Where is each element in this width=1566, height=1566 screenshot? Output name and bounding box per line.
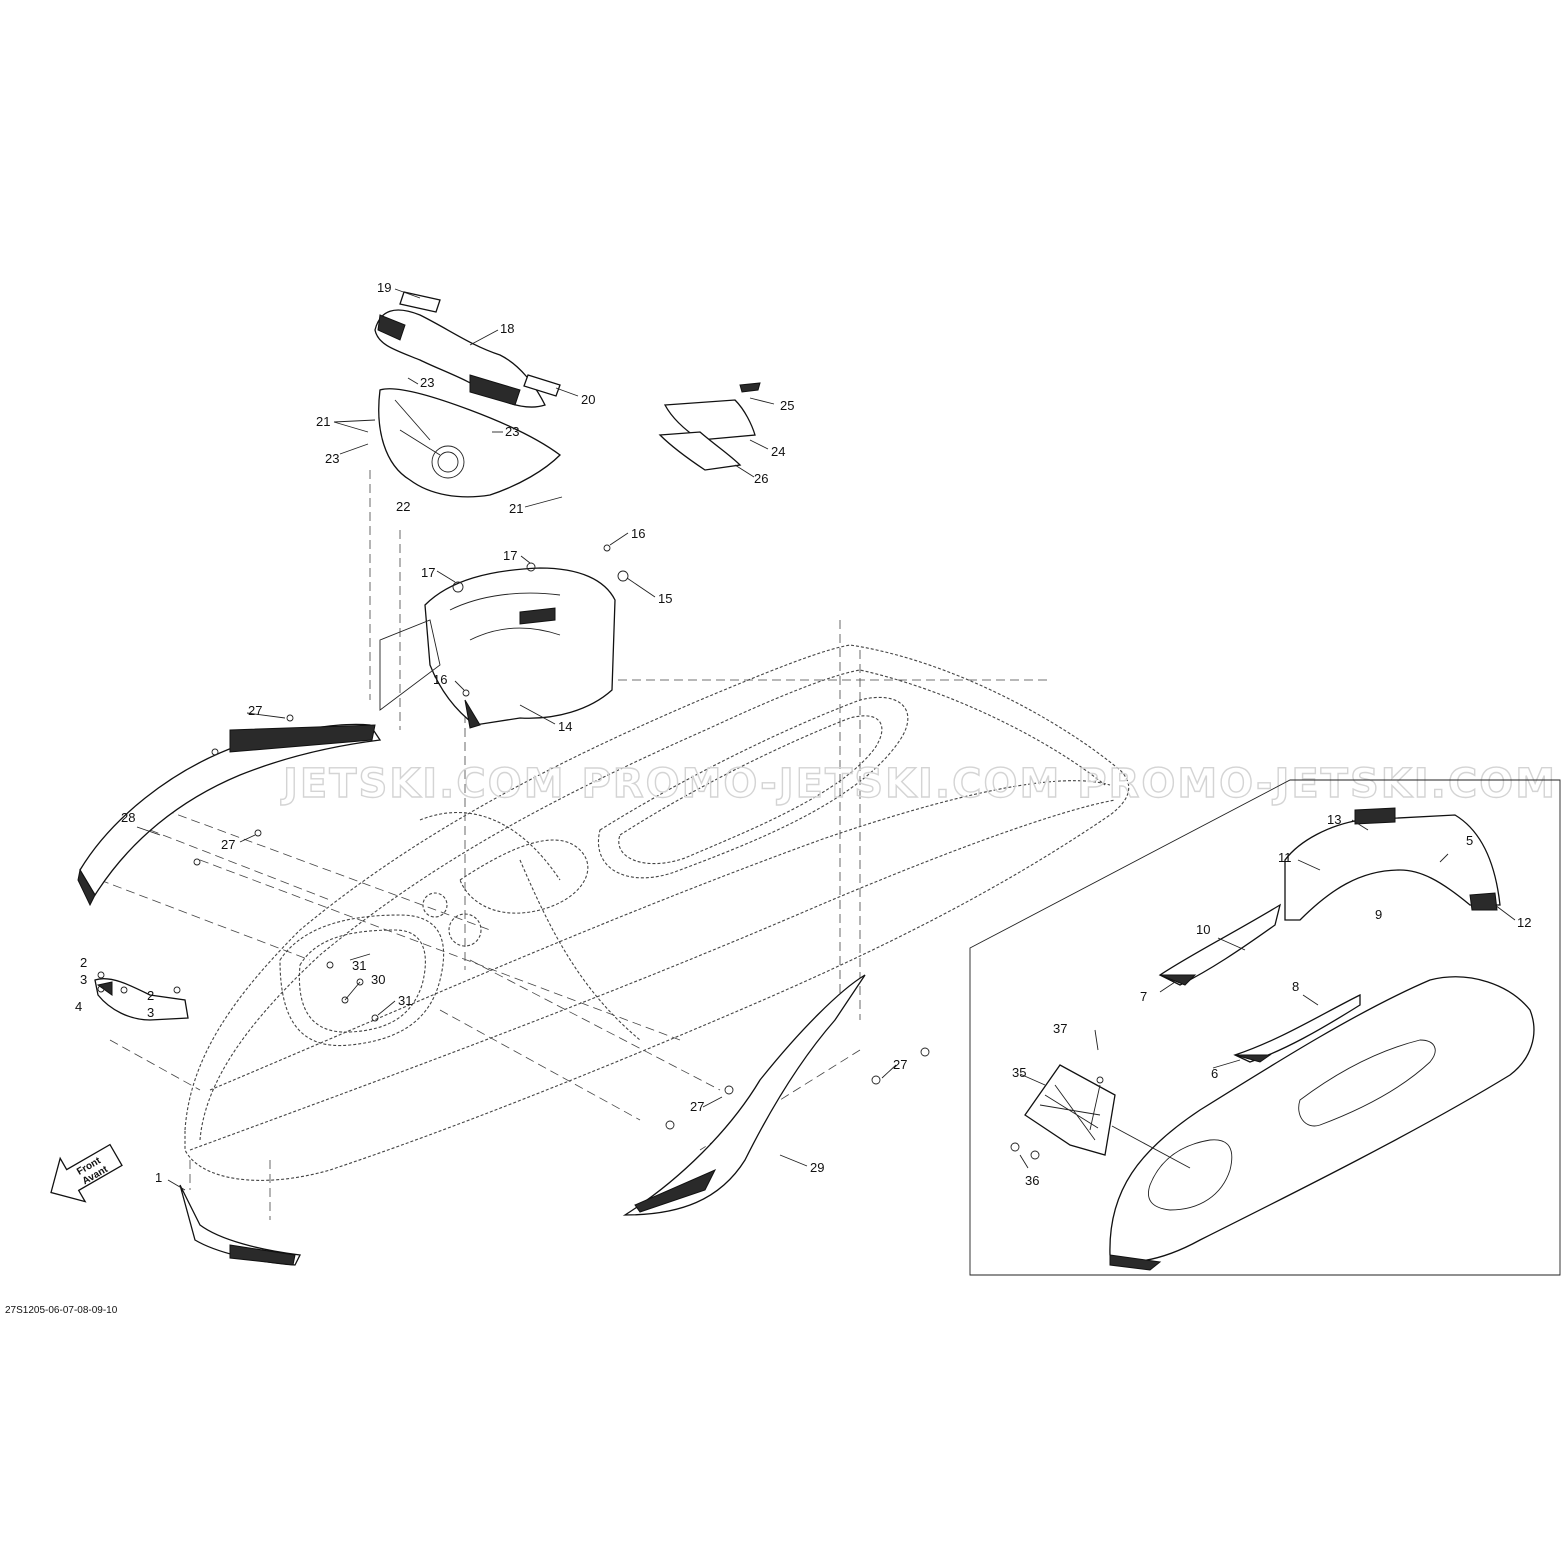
- callout-labels: 19 18 20 23 21 23 23 22 21 25 24 26 16 1…: [75, 280, 1531, 1188]
- callout-31a: 31: [352, 958, 366, 973]
- callout-17b: 17: [421, 565, 435, 580]
- callout-23c: 23: [325, 451, 339, 466]
- callout-22: 22: [396, 499, 410, 514]
- side-trim-28: [77, 723, 382, 907]
- callout-12: 12: [1517, 915, 1531, 930]
- callout-17a: 17: [503, 548, 517, 563]
- watermark: JETSKI.COM PROMO-JETSKI.COM PROMO-JETSKI…: [280, 761, 1557, 807]
- callout-18: 18: [500, 321, 514, 336]
- callout-4: 4: [75, 999, 82, 1014]
- callout-7: 7: [1140, 989, 1147, 1004]
- callout-8: 8: [1292, 979, 1299, 994]
- callout-2b: 2: [147, 988, 154, 1003]
- callout-29: 29: [810, 1160, 824, 1175]
- callout-1: 1: [155, 1170, 162, 1185]
- callout-23b: 23: [505, 424, 519, 439]
- callout-2a: 2: [80, 955, 87, 970]
- callout-25: 25: [780, 398, 794, 413]
- callout-19: 19: [377, 280, 391, 295]
- callout-24: 24: [771, 444, 785, 459]
- front-direction-arrow: Front Avant: [50, 1143, 123, 1203]
- callout-27a: 27: [248, 703, 262, 718]
- callout-11: 11: [1278, 850, 1292, 865]
- callout-30: 30: [371, 972, 385, 987]
- callout-13: 13: [1327, 812, 1341, 827]
- callout-10: 10: [1196, 922, 1210, 937]
- callout-28: 28: [121, 810, 135, 825]
- callout-27b: 27: [221, 837, 235, 852]
- storage-bin-14: [379, 567, 616, 729]
- fasteners: [97, 544, 930, 1130]
- callout-27d: 27: [690, 1099, 704, 1114]
- callout-20: 20: [581, 392, 595, 407]
- inset-panel: [969, 779, 1561, 1276]
- callout-21b: 21: [509, 501, 523, 516]
- callout-15: 15: [658, 591, 672, 606]
- side-trim-29: [622, 974, 866, 1216]
- callout-36: 36: [1025, 1173, 1039, 1188]
- cover-parts-24-26: [658, 382, 761, 471]
- callout-31b: 31: [398, 993, 412, 1008]
- callout-26: 26: [754, 471, 768, 486]
- callout-35: 35: [1012, 1065, 1026, 1080]
- callout-3b: 3: [147, 1005, 154, 1020]
- callout-27c: 27: [893, 1057, 907, 1072]
- upper-console-parts: [374, 291, 561, 498]
- bracket-4: [94, 978, 189, 1021]
- front-trim-1: [179, 1184, 301, 1266]
- callout-23a: 23: [420, 375, 434, 390]
- callout-14: 14: [558, 719, 572, 734]
- callout-9: 9: [1375, 907, 1382, 922]
- callout-16b: 16: [433, 672, 447, 687]
- callout-16a: 16: [631, 526, 645, 541]
- diagram-code: 27S1205-06-07-08-09-10: [5, 1305, 118, 1316]
- hull-outline: [184, 644, 1130, 1181]
- callout-3a: 3: [80, 972, 87, 987]
- callout-5: 5: [1466, 833, 1473, 848]
- callout-37: 37: [1053, 1021, 1067, 1036]
- callout-6: 6: [1211, 1066, 1218, 1081]
- leader-lines: [136, 288, 1516, 1191]
- callout-21a: 21: [316, 414, 330, 429]
